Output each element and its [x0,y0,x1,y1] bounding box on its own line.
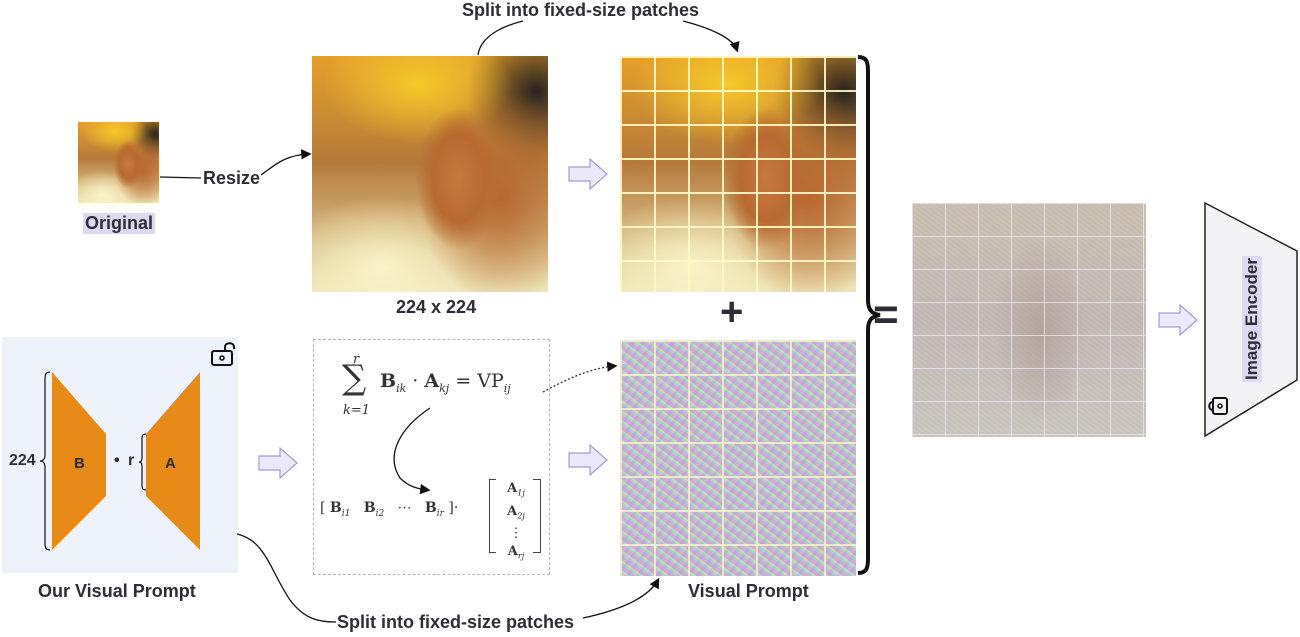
matrix-b-label: B [74,455,85,472]
resized-image [312,56,548,292]
image-encoder-label-wrap: Image Encoder [1238,252,1266,386]
patched-image [620,56,856,292]
row-b2: B [363,500,376,516]
dot-operator: • [114,452,120,469]
row-br-sub: ir [436,508,444,519]
row-b1: B [329,500,342,516]
eq-b: B [380,370,397,392]
equals-sign: = [873,290,899,339]
eq-vp-sub: ij [503,381,511,395]
rank-label: r [128,452,135,469]
column-bracket-mask [496,476,533,556]
eq-b-sub: ik [396,381,407,395]
col-a2: A2j [507,503,525,521]
row-b2-sub: i2 [375,508,385,519]
equation-main: Bik · Akj = VPij [380,370,511,395]
arrow-right-icon [258,447,298,479]
resize-label: Resize [203,168,261,188]
arrow-right-icon [1158,304,1198,336]
col-ar: Arj [507,544,525,561]
matrix-a-label: A [165,455,176,472]
patch-grid [620,340,856,576]
column-vector: A1j A2j ⋮ Arj [501,480,531,566]
plus-sign: + [720,290,744,334]
row-ellipsis: ⋯ [397,500,412,516]
eq-a: A [424,370,440,392]
big-brace [857,55,881,575]
equation-box [313,339,550,575]
arrow-right-icon [568,444,608,476]
visual-prompt-label: Visual Prompt [688,581,809,601]
size-label: 224 x 224 [396,297,477,317]
row-b1-sub: i1 [341,508,351,519]
factorization-diagram [39,371,200,551]
prompted-image [912,203,1146,437]
eq-vp: VP [477,370,504,392]
lock-icon [1208,397,1228,415]
split-bottom-label: Split into fixed-size patches [337,612,575,632]
height-label: 224 [9,452,36,469]
image-encoder-label: Image Encoder [1242,256,1262,382]
original-image [78,122,159,203]
original-label: Original [83,213,156,234]
col-vdots: ⋮ [509,526,523,542]
sum-symbol: ∑ [342,358,367,398]
visual-prompt-image [620,340,856,576]
eq-a-sub: kj [439,381,450,395]
row-br: B [424,500,437,516]
sum-upper: r [353,352,360,367]
eq-dot: · [412,370,419,392]
unlock-icon [211,342,235,366]
col-a1: A1j [507,481,525,498]
row-vector: [ Bi1 Bi2 ⋯ Bir ]· [320,500,459,519]
our-visual-prompt-label: Our Visual Prompt [38,581,196,601]
sum-lower: k=1 [343,403,371,418]
patch-grid [912,203,1146,437]
patch-grid [620,56,856,292]
split-top-label: Split into fixed-size patches [462,0,700,20]
eq-equals: = [455,370,472,392]
arrow-right-icon [568,158,608,190]
